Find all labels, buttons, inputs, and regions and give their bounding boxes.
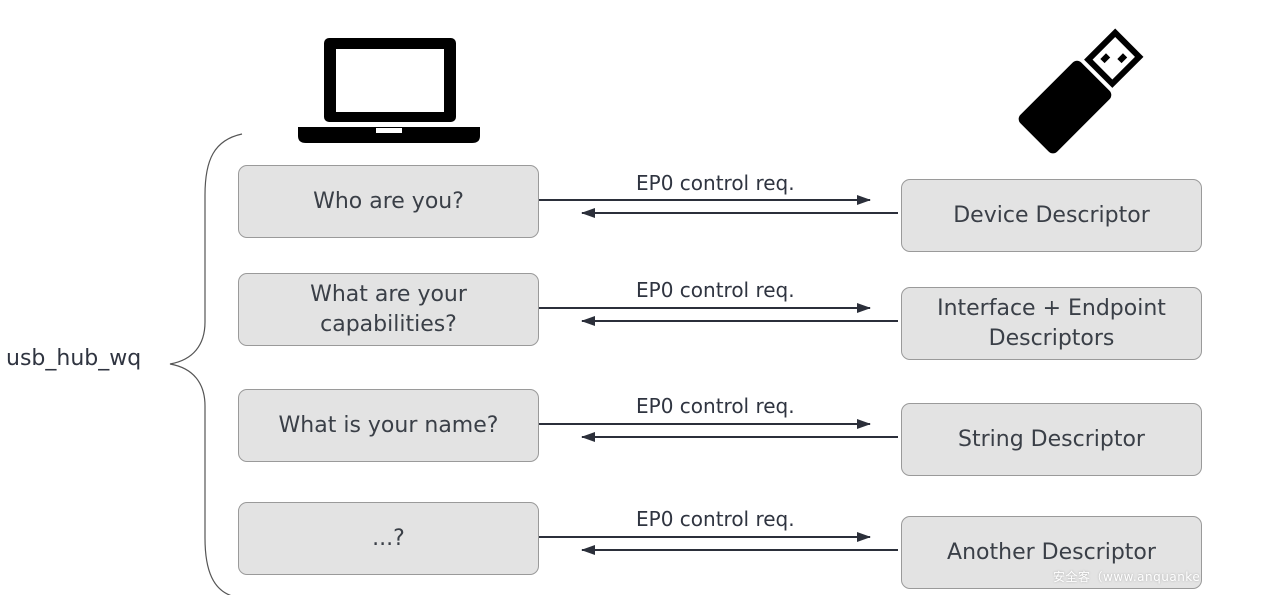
- request-label-4: EP0 control req.: [636, 507, 795, 531]
- question-box-2: What are your capabilities?: [238, 273, 539, 346]
- request-label-2: EP0 control req.: [636, 278, 795, 302]
- response-box-2: Interface + Endpoint Descriptors: [901, 287, 1202, 360]
- host-label: usb_hub_wq: [6, 346, 142, 371]
- request-label-1: EP0 control req.: [636, 171, 795, 195]
- question-box-4: ...?: [238, 502, 539, 575]
- response-box-1: Device Descriptor: [901, 179, 1202, 252]
- watermark: 安全客（www.anquanke: [1053, 570, 1201, 584]
- question-box-1: Who are you?: [238, 165, 539, 238]
- request-label-3: EP0 control req.: [636, 394, 795, 418]
- laptop-icon: [298, 38, 480, 143]
- response-box-3: String Descriptor: [901, 403, 1202, 476]
- response-box-4: Another Descriptor: [901, 516, 1202, 589]
- brace: [169, 133, 243, 595]
- arrows: [539, 195, 898, 555]
- usb-drive-icon: [1018, 28, 1144, 154]
- question-box-3: What is your name?: [238, 389, 539, 462]
